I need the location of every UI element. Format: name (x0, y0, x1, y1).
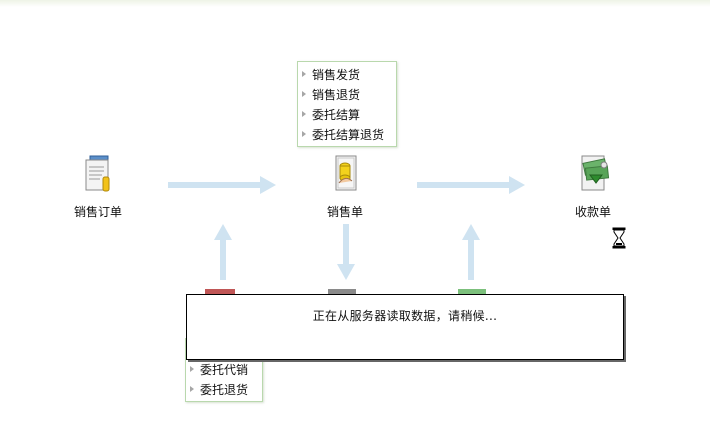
document-icon (328, 289, 356, 295)
triangle-bullet-icon (302, 131, 306, 137)
menu-item-consignment-sale[interactable]: 委托代销 (190, 359, 256, 379)
triangle-bullet-icon (190, 366, 194, 372)
loading-message: 正在从服务器读取数据，请稍候... (312, 309, 498, 323)
money-document-icon (581, 155, 610, 191)
menu-item-label: 委托结算退货 (312, 127, 385, 142)
triangle-bullet-icon (302, 71, 306, 77)
document-coin-icon (335, 155, 357, 191)
sales-order-node[interactable]: 销售订单 (58, 153, 138, 220)
menu-item-label: 委托退货 (200, 382, 249, 397)
menu-item-label: 委托结算 (312, 107, 361, 122)
top-strip (0, 0, 710, 7)
sales-bill-node[interactable]: 销售单 (305, 153, 385, 220)
receipt-node[interactable]: 收款单 (553, 153, 633, 220)
loading-dialog: 正在从服务器读取数据，请稍候... (186, 294, 624, 360)
menu-item-consignment-settlement-return[interactable]: 委托结算退货 (302, 124, 390, 144)
document-icon (205, 289, 235, 295)
document-folder-icon (85, 155, 110, 192)
sales-bill-submenu: 销售发货 销售退货 委托结算 委托结算退货 (297, 61, 397, 147)
menu-item-label: 销售发货 (312, 67, 361, 82)
flow-arrow-right (417, 176, 525, 194)
menu-item-label: 委托代销 (200, 362, 249, 377)
triangle-bullet-icon (190, 386, 194, 392)
flow-arrow-right (168, 176, 276, 194)
node-label: 销售单 (326, 205, 363, 219)
menu-item-sales-delivery[interactable]: 销售发货 (302, 64, 390, 84)
triangle-bullet-icon (302, 91, 306, 97)
menu-item-label: 销售退货 (312, 87, 361, 102)
money-document-icon (458, 289, 486, 295)
hourglass-cursor-icon (612, 227, 626, 249)
flow-arrow-down (337, 224, 355, 280)
node-label: 收款单 (574, 205, 611, 219)
flow-arrow-up (462, 224, 480, 280)
menu-item-sales-return[interactable]: 销售退货 (302, 84, 390, 104)
flow-arrow-up (214, 224, 232, 280)
menu-item-consignment-return[interactable]: 委托退货 (190, 379, 256, 399)
menu-item-consignment-settlement[interactable]: 委托结算 (302, 104, 390, 124)
triangle-bullet-icon (302, 111, 306, 117)
node-label: 销售订单 (73, 205, 122, 219)
